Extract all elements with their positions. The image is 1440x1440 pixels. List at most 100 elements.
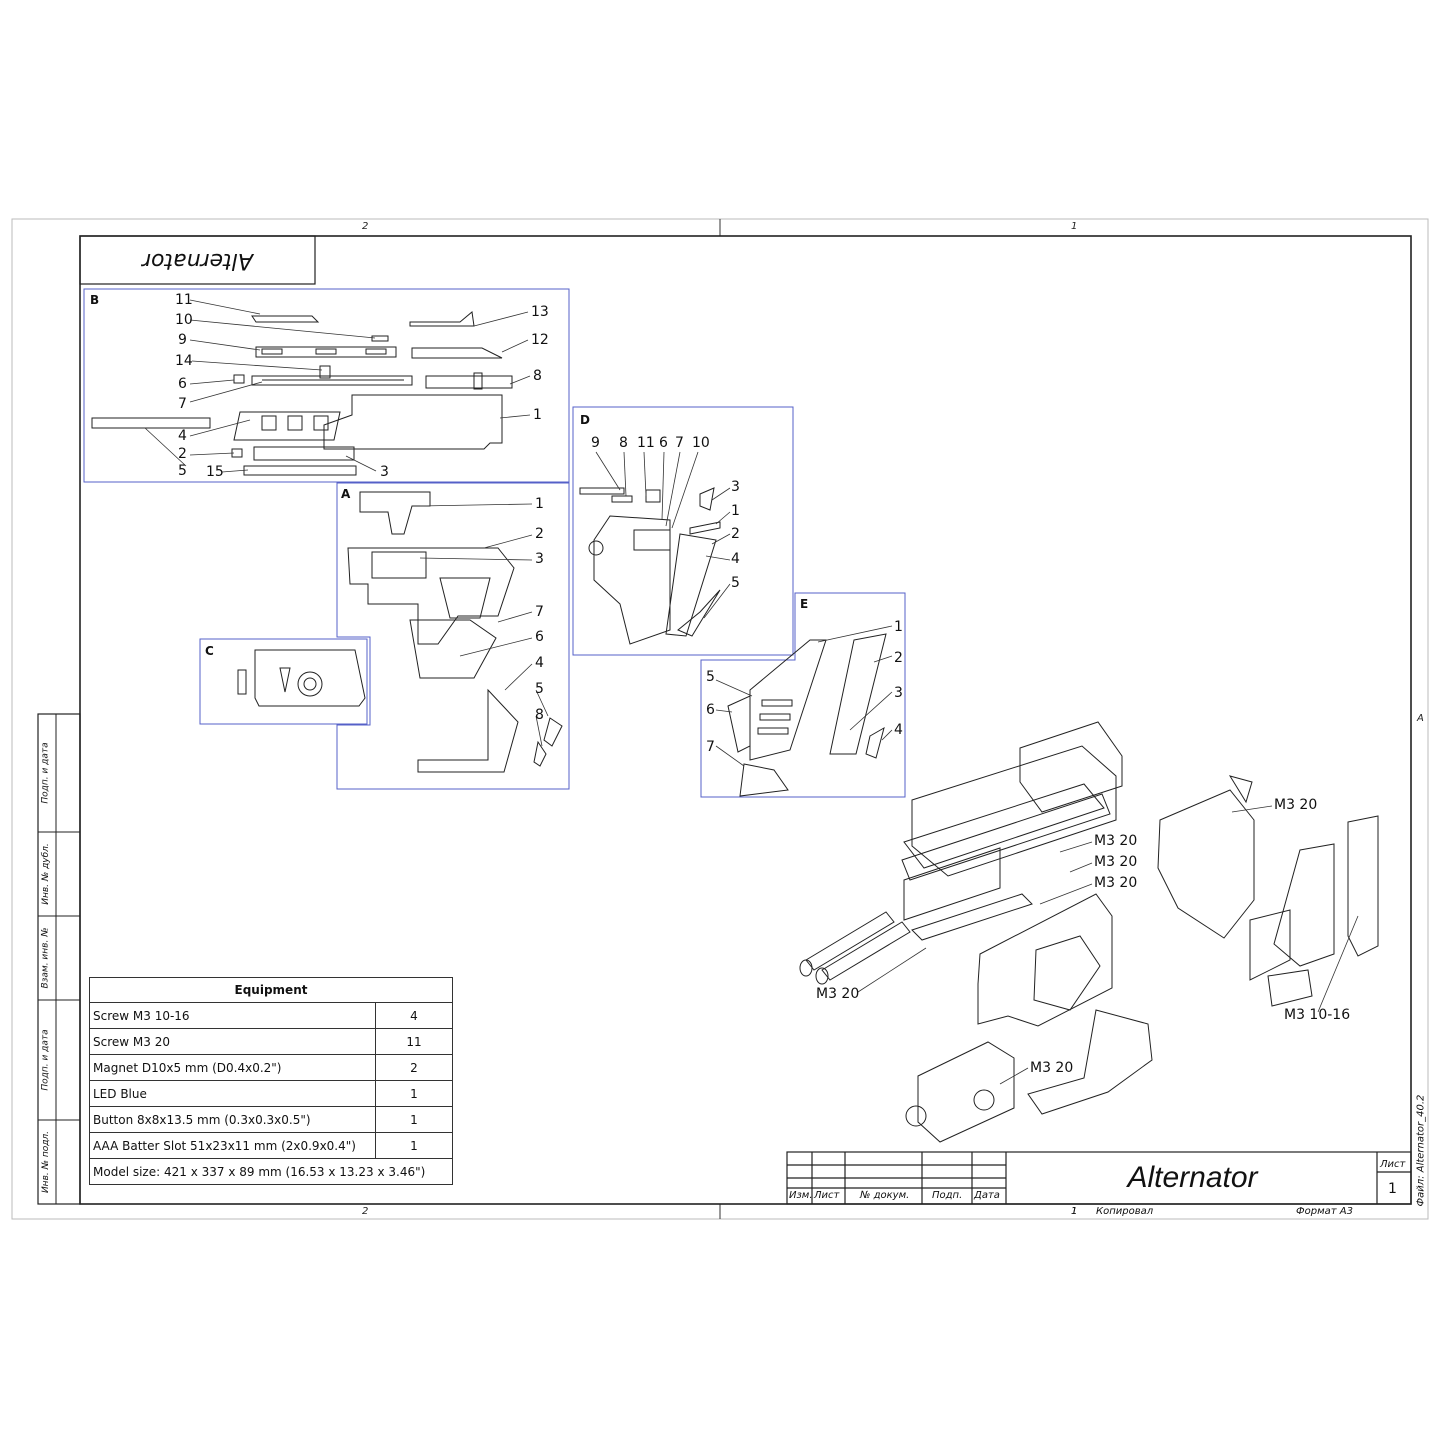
assembly-drawing [799, 721, 1379, 1143]
side-stamp-5: Инв. № подл. [41, 1130, 51, 1194]
tb-bottom-number: 1 [1071, 1206, 1078, 1217]
screw-label-6: M3 20 [1030, 1060, 1074, 1076]
table-row: AAA Batter Slot 51x23x11 mm (2x0.9x0.4")… [89, 1132, 453, 1159]
panel-a-parts [347, 491, 563, 773]
panel-a-letter: A [341, 487, 351, 501]
zone-label-top-2: 2 [362, 221, 369, 232]
callout-d-10: 10 [692, 435, 710, 451]
file-name-vertical: Файл: Alternator_40.2 [1415, 1094, 1427, 1206]
panel-b-letter: B [90, 293, 100, 307]
panel-d-frame [572, 406, 794, 656]
callout-a-2: 2 [535, 526, 544, 542]
callout-b-15: 15 [206, 464, 224, 480]
zone-label-right-a: A [1417, 713, 1424, 724]
callout-b-3: 3 [380, 464, 389, 480]
table-row: Magnet D10x5 mm (D0.4x0.2")2 [89, 1054, 453, 1081]
side-stamp-4: Подп. и дата [41, 1029, 51, 1091]
callout-d-2: 2 [731, 526, 740, 542]
side-stamp-1: Подп. и дата [41, 742, 51, 804]
tb-format: Формат А3 [1296, 1206, 1353, 1217]
table-footer-row: Model size: 421 x 337 x 89 mm (16.53 x 1… [89, 1158, 453, 1185]
callout-a-6: 6 [535, 629, 544, 645]
panel-c-part [237, 649, 366, 707]
tb-col-date: Дата [974, 1190, 1000, 1201]
panel-e-frame [700, 592, 906, 798]
callout-b-2: 2 [178, 446, 187, 462]
tb-col-list: Лист [814, 1190, 840, 1201]
callout-a-7: 7 [535, 604, 544, 620]
tb-sheet-label: Лист [1380, 1159, 1406, 1170]
callout-a-8: 8 [535, 707, 544, 723]
tb-col-izm: Изм. [789, 1190, 813, 1201]
rotated-title: Alternator [142, 248, 253, 273]
table-row: Button 8x8x13.5 mm (0.3x0.3x0.5")1 [89, 1106, 453, 1133]
panel-d-leaders [595, 451, 731, 619]
screw-label-4: M3 20 [1094, 875, 1138, 891]
panel-e-letter: E [800, 597, 809, 611]
tb-copied: Копировал [1096, 1206, 1154, 1217]
callout-b-10: 10 [175, 312, 193, 328]
callout-e-4: 4 [894, 722, 903, 738]
callout-e-6: 6 [706, 702, 715, 718]
callout-b-14: 14 [175, 353, 193, 369]
equipment-header: Equipment [89, 977, 453, 1003]
title-block-lines [786, 1151, 1412, 1205]
panel-b-parts [91, 311, 513, 476]
callout-e-3: 3 [894, 685, 903, 701]
screw-label-1: M3 20 [1274, 797, 1318, 813]
screw-label-7: M3 10-16 [1284, 1007, 1351, 1023]
panel-c-letter: C [205, 644, 214, 658]
tb-col-sign: Подп. [932, 1190, 963, 1201]
callout-b-6: 6 [178, 376, 187, 392]
callout-a-3: 3 [535, 551, 544, 567]
callout-d-6: 6 [659, 435, 668, 451]
title-block-name: Alternator [1127, 1160, 1258, 1194]
callout-a-5: 5 [535, 681, 544, 697]
callout-d-5: 5 [731, 575, 740, 591]
callout-e-1: 1 [894, 619, 903, 635]
panel-d-parts [579, 487, 721, 645]
zone-label-bottom-2: 2 [362, 1206, 369, 1217]
panel-b-leaders [144, 299, 531, 473]
callout-d-3: 3 [731, 479, 740, 495]
callout-b-11: 11 [175, 292, 193, 308]
callout-a-1: 1 [535, 496, 544, 512]
callout-a-4: 4 [535, 655, 544, 671]
assembly-leaders [857, 805, 1359, 1085]
side-stamp-2: Инв. № дубл. [41, 843, 52, 905]
panel-b-frame [83, 288, 570, 483]
callout-b-12: 12 [531, 332, 549, 348]
zone-label-top-1: 1 [1071, 221, 1078, 232]
callout-d-8: 8 [619, 435, 628, 451]
side-stamp-3: Взам. инв. № [41, 927, 52, 989]
callout-b-9: 9 [178, 332, 187, 348]
callout-b-13: 13 [531, 304, 549, 320]
screw-label-5: M3 20 [816, 986, 860, 1002]
callout-b-4: 4 [178, 428, 187, 444]
panel-e-parts [727, 633, 887, 797]
callout-e-2: 2 [894, 650, 903, 666]
tb-sheet-number: 1 [1388, 1181, 1397, 1197]
callout-b-5: 5 [178, 463, 187, 479]
callout-d-7: 7 [675, 435, 684, 451]
callout-e-5: 5 [706, 669, 715, 685]
callout-d-4: 4 [731, 551, 740, 567]
callout-b-8: 8 [533, 368, 542, 384]
panel-e-leaders [715, 625, 893, 767]
tb-col-doc: № докум. [860, 1190, 910, 1201]
callout-d-9: 9 [591, 435, 600, 451]
callout-d-11: 11 [637, 435, 655, 451]
panel-d-letter: D [580, 413, 590, 427]
callout-b-1: 1 [533, 407, 542, 423]
panel-a-leaders [419, 503, 549, 747]
panel-c-frame [199, 638, 368, 725]
title-box [79, 235, 316, 285]
callout-e-7: 7 [706, 739, 715, 755]
callout-d-1: 1 [731, 503, 740, 519]
screw-label-2: M3 20 [1094, 833, 1138, 849]
screw-label-3: M3 20 [1094, 854, 1138, 870]
